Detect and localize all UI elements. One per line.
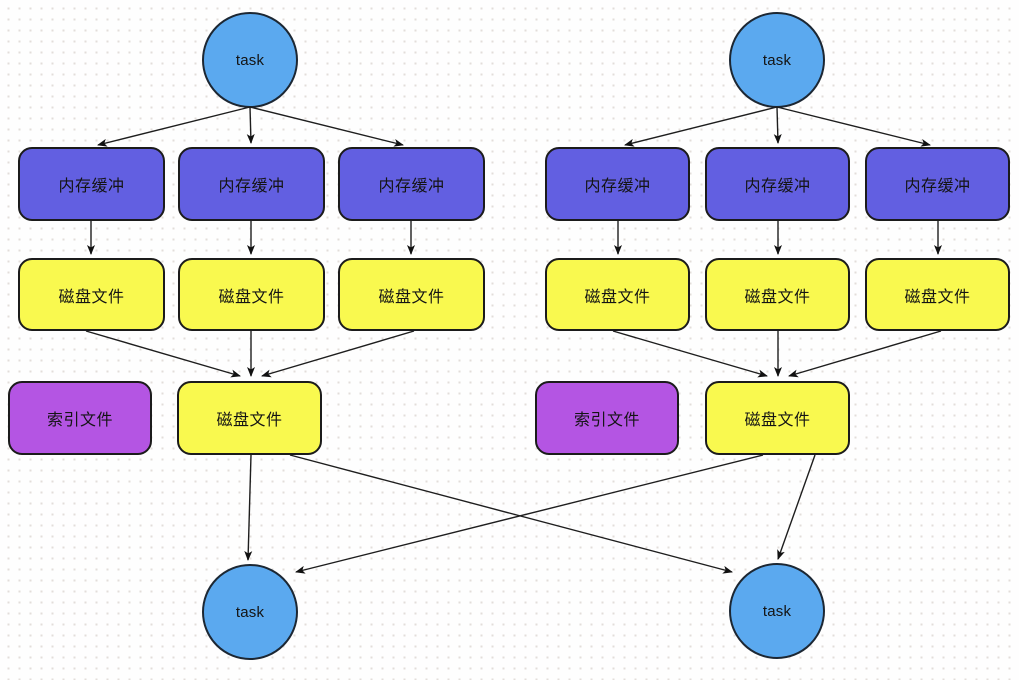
- arrow-task-to-buffer: [776, 106, 931, 147]
- arrow-task-to-buffer: [246, 106, 255, 144]
- merged-disk-file-node: 磁盘文件: [177, 381, 322, 455]
- arrow-disk-to-merged: [788, 330, 942, 378]
- input-task-node-left: task: [202, 12, 298, 108]
- arrow-task-to-buffer: [97, 106, 251, 147]
- arrow-disk-to-merged: [85, 330, 241, 378]
- memory-buffer-node: 内存缓冲: [338, 147, 485, 221]
- arrow-merged-to-task: [777, 454, 816, 560]
- memory-buffer-node: 内存缓冲: [178, 147, 325, 221]
- output-task-node-right: task: [729, 563, 825, 659]
- memory-buffer-node: 内存缓冲: [865, 147, 1010, 221]
- arrow-task-to-buffer: [624, 106, 778, 147]
- output-task-node-left: task: [202, 564, 298, 660]
- disk-file-node: 磁盘文件: [545, 258, 690, 331]
- disk-file-node: 磁盘文件: [705, 258, 850, 331]
- disk-file-node: 磁盘文件: [338, 258, 485, 331]
- memory-buffer-node: 内存缓冲: [18, 147, 165, 221]
- disk-file-node: 磁盘文件: [865, 258, 1010, 331]
- arrow-merged-to-task-cross: [289, 454, 733, 574]
- merged-disk-file-node: 磁盘文件: [705, 381, 850, 455]
- memory-buffer-node: 内存缓冲: [705, 147, 850, 221]
- disk-file-node: 磁盘文件: [178, 258, 325, 331]
- arrow-merged-to-task-cross: [295, 454, 764, 574]
- arrow-merged-to-task: [244, 454, 253, 561]
- input-task-node-right: task: [729, 12, 825, 108]
- arrow-disk-to-merged: [261, 330, 415, 378]
- disk-file-node: 磁盘文件: [18, 258, 165, 331]
- arrow-disk-to-merged: [612, 330, 768, 378]
- arrow-task-to-buffer: [773, 106, 782, 144]
- index-file-node: 索引文件: [8, 381, 152, 455]
- arrow-task-to-buffer: [249, 106, 404, 147]
- index-file-node: 索引文件: [535, 381, 679, 455]
- memory-buffer-node: 内存缓冲: [545, 147, 690, 221]
